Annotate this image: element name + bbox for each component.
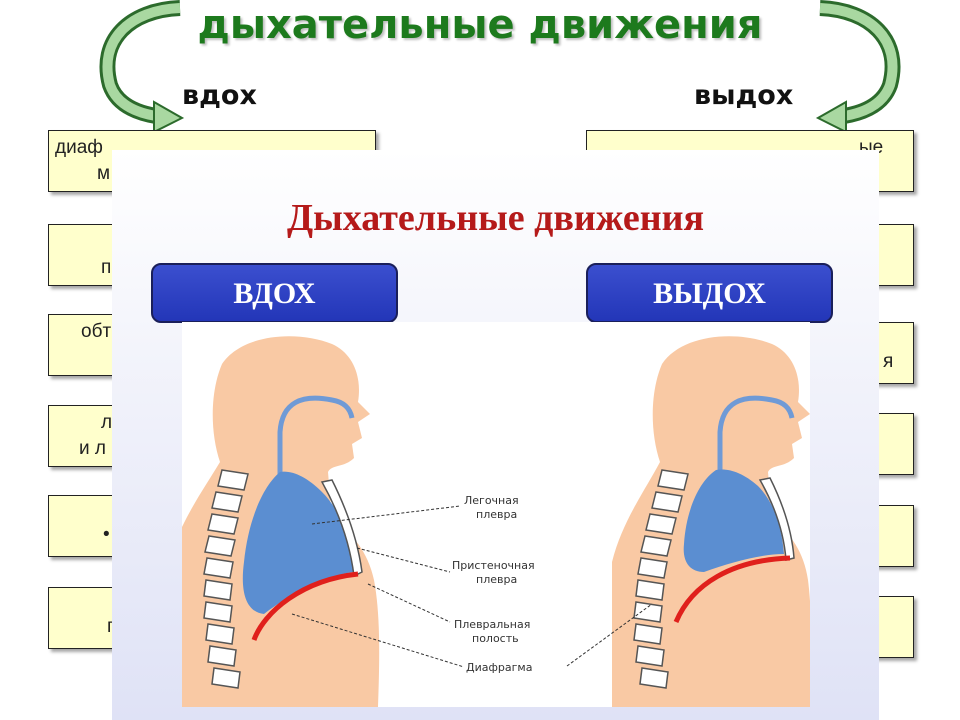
exhale-sternum bbox=[758, 477, 795, 561]
label-parietal-pleura-2: плевра bbox=[476, 573, 517, 586]
background-exhale-label: выдох bbox=[694, 80, 794, 111]
label-pulmonary-pleura-1: Легочная bbox=[464, 494, 519, 507]
breathing-diagram: Легочная плевра Пристеночная плевра Плев… bbox=[182, 322, 810, 707]
inhale-figure bbox=[182, 336, 380, 707]
curved-arrow-left-icon bbox=[99, 0, 185, 130]
exhale-lung bbox=[683, 469, 784, 572]
exhale-trachea bbox=[717, 395, 795, 512]
label-diaphragm: Диафрагма bbox=[466, 661, 532, 674]
exhale-button: ВЫДОХ bbox=[586, 263, 833, 323]
label-parietal-pleura-1: Пристеночная bbox=[452, 559, 535, 572]
inhale-diaphragm bbox=[251, 571, 359, 641]
inhale-spine bbox=[203, 469, 249, 689]
panel-title: Дыхательные движения bbox=[286, 197, 705, 239]
label-pleural-cavity-2: полость bbox=[472, 632, 519, 645]
exhale-diaphragm bbox=[673, 555, 791, 623]
exhale-figure bbox=[612, 336, 810, 707]
inhale-button: ВДОХ bbox=[151, 263, 398, 323]
curved-arrow-right-icon bbox=[815, 0, 901, 130]
leader-lines bbox=[291, 505, 653, 668]
exhale-spine bbox=[633, 469, 689, 689]
label-pleural-cavity-1: Плевральная bbox=[454, 618, 530, 631]
background-inhale-label: вдох bbox=[182, 80, 257, 111]
label-pulmonary-pleura-2: плевра bbox=[476, 508, 517, 521]
background-title: дыхательные движения bbox=[197, 2, 763, 48]
inhale-trachea bbox=[277, 395, 355, 522]
